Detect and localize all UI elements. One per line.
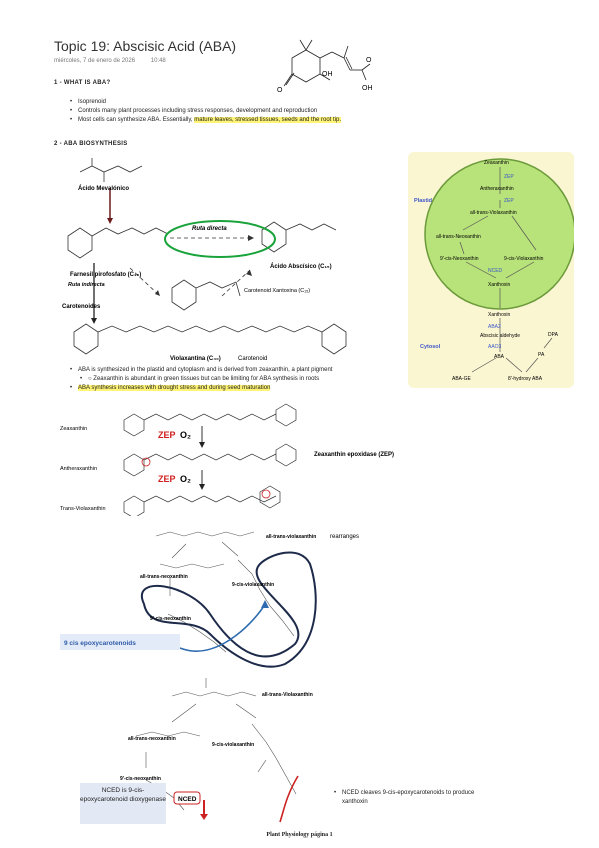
zep-label-2: ZEP <box>158 474 176 484</box>
epoxycarotenoid-label: 9 cis epoxycarotenoids <box>64 640 136 647</box>
biosynthesis-diagram: Zeaxanthin ZEP Antheraxanthin ZEP all-tr… <box>408 152 574 388</box>
diagram-all-trans-neoxanthin: all-trans-Neoxanthin <box>436 234 481 240</box>
section2-heading: 2 - ABA BIOSYNTHESIS <box>54 141 128 147</box>
epoxycarotenoid-box <box>60 634 180 650</box>
highlighted-text: ABA synthesis increases with drought str… <box>78 385 271 391</box>
zep-antheraxanthin: Antheraxanthin <box>60 466 97 472</box>
zep-enzyme-label: Zeaxanthin epoxidase (ZEP) <box>314 452 394 458</box>
aba-pathway-figure: Ácido Mevalónico Farnesil pirofosfato (C… <box>62 158 347 362</box>
list-item: Most cells can synthesize ABA. Essential… <box>78 116 448 125</box>
page-date: miércoles, 7 de enero de 2026 10:48 <box>54 58 180 64</box>
nced-cis-neoxanthin: 9'-cis-neoxanthin <box>120 776 161 782</box>
sub-bullet-icon: ○ <box>88 376 94 382</box>
nced-all-trans-violaxanthin: all-trans-Violaxanthin <box>262 692 313 698</box>
svg-text:OH: OH <box>322 71 333 78</box>
diagram-cis-neoxanthin: 9'-cis-Neoxanthin <box>440 256 479 262</box>
rearr-all-trans-neoxanthin: all-trans-neoxanthin <box>140 574 188 580</box>
rearr-all-trans-violaxanthin: all-trans-violaxanthin <box>266 534 316 540</box>
list-item: NCED cleaves 9-cis-epoxycarotenoids to p… <box>342 789 482 807</box>
xanthoxin-label: Carotenoid Xantoxina (C₁₅) <box>244 288 310 294</box>
diagram-xanthoxin-cytosol: Xanthoxin <box>488 312 510 318</box>
diagram-zep-2: ZEP <box>504 198 514 204</box>
nced-enzyme-box <box>173 791 201 805</box>
diagram-hydroxy-aba: 8'-hydroxy ABA <box>508 376 543 382</box>
list-item: Controls many plant processes including … <box>78 107 448 116</box>
svg-text:O: O <box>277 87 283 94</box>
rearrangement-figure: 9 cis epoxycarotenoids all-trans-violaxa… <box>60 531 359 668</box>
o2-label-1: O₂ <box>180 430 191 440</box>
list-item-text: Most cells can synthesize ABA. Essential… <box>78 117 195 123</box>
abscisic-acid-label: Ácido Abscísico (C₁₅) <box>270 263 332 270</box>
farnesil-label: Farnesil pirofosfato (C₁₅) <box>70 272 141 278</box>
nced-note-box: NCED is 9-cis-epoxycarotenoid dioxygenas… <box>80 783 166 824</box>
diagram-antheraxanthin: Antheraxanthin <box>480 186 514 192</box>
diagram-all-trans-violaxanthin: all-trans-Violaxanthin <box>470 210 517 216</box>
page-title: Topic 19: Abscisic Acid (ABA) <box>54 38 237 54</box>
diagram-xanthoxin-plastid: Xanthoxin <box>488 282 510 288</box>
section1-list: Isoprenoid Controls many plant processes… <box>64 98 448 125</box>
list-item: ABA synthesis increases with drought str… <box>78 384 478 393</box>
carotenoids-label: Carotenoides <box>62 304 101 310</box>
nced-figure: all-trans-Violaxanthin all-trans-neoxant… <box>120 678 313 823</box>
diagram-zep-1: ZEP <box>504 174 514 180</box>
nced-enzyme-label: NCED <box>178 796 197 803</box>
list-item: ○ Zeaxanthin is abundant in green tissue… <box>88 375 478 384</box>
diagram-cytosol-label: Cytosol <box>420 344 441 350</box>
diagram-zeaxanthin: Zeaxanthin <box>484 160 509 166</box>
diagram-plastid-label: Plastid <box>414 198 432 204</box>
direct-route-label: Ruta directa <box>192 226 227 232</box>
rearranges-label: rearranges <box>330 534 359 540</box>
time-text: 10:48 <box>150 58 166 64</box>
diagram-nced: NCED <box>488 268 503 274</box>
o2-label-2: O₂ <box>180 474 191 484</box>
zep-label-1: ZEP <box>158 430 176 440</box>
diagram-pa: PA <box>538 352 545 358</box>
diagram-dpa: DPA <box>548 332 559 338</box>
section1-heading: 1 - WHAT IS ABA? <box>54 80 111 86</box>
rearr-cis-violaxanthin: 9-cis-violaxanthin <box>232 582 274 588</box>
rearr-cis-neoxanthin: 9'-cis-neoxanthin <box>150 616 191 622</box>
svg-text:O: O <box>366 57 372 64</box>
list-item: ABA is synthesized in the plastid and cy… <box>78 366 478 375</box>
date-text: miércoles, 7 de enero de 2026 <box>54 58 136 64</box>
violaxanthin-label: Violaxantina (C₄₀) <box>170 356 221 362</box>
diagram-aba2: ABA2 <box>488 324 501 330</box>
highlighted-text: mature leaves, stressed tissues, seeds a… <box>194 117 342 123</box>
diagram-aao3: AAO3 <box>488 344 502 350</box>
svg-text:OH: OH <box>362 85 373 92</box>
nced-cis-violaxanthin: 9-cis-violaxanthin <box>212 742 254 748</box>
nced-note-text: NCED is 9-cis-epoxycarotenoid dioxygenas… <box>80 787 167 803</box>
list-item: Isoprenoid <box>78 98 448 107</box>
nced-bullet-list: NCED cleaves 9-cis-epoxycarotenoids to p… <box>328 789 482 807</box>
zep-zeaxanthin: Zeaxanthin <box>60 426 87 432</box>
diagram-abscisic-aldehyde: Abscisic aldehyde <box>480 333 520 339</box>
carotenoid-label: Carotenoid <box>238 356 267 362</box>
sub-bullet-text: Zeaxanthin is abundant in green tissues … <box>93 376 320 382</box>
diagram-aba: ABA <box>494 354 505 360</box>
zep-figure: Zeaxanthin Antheraxanthin Trans-Violaxan… <box>60 403 394 516</box>
section2-list: ABA is synthesized in the plastid and cy… <box>64 366 478 393</box>
aba-structure-top: O OH OH O <box>277 39 373 94</box>
nced-all-trans-neoxanthin: all-trans-neoxanthin <box>128 736 176 742</box>
diagram-cis-violaxanthin: 9-cis-Violaxanthin <box>504 256 544 262</box>
indirect-route-label: Ruta indirecta <box>68 282 105 288</box>
mevalonic-acid-label: Ácido Mevalónico <box>78 185 129 192</box>
page-footer: Plant Physiology página 1 <box>266 832 333 838</box>
zep-trans-violaxanthin: Trans-Violaxanthin <box>60 506 106 512</box>
